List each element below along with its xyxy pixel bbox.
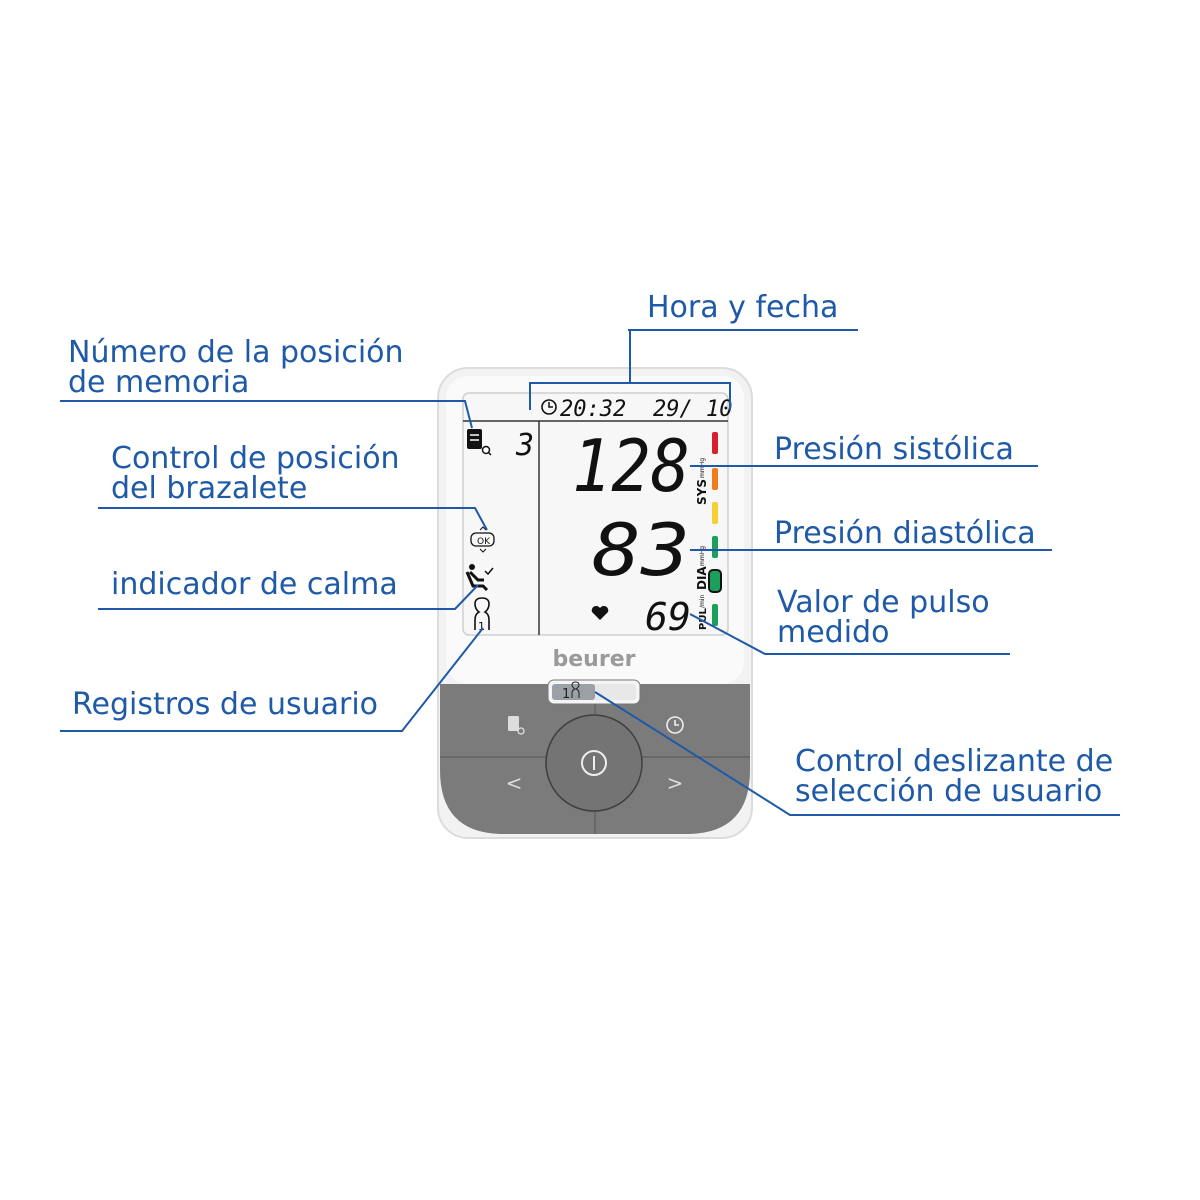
label-memory-position-2: de memoria xyxy=(68,365,249,400)
label-pulse-2: medido xyxy=(777,615,889,650)
user-icon: 1 xyxy=(474,597,490,633)
clock-button-icon xyxy=(666,716,684,734)
diastolic-value: 83 xyxy=(592,508,690,592)
label-pulse-1: Valor de pulso xyxy=(777,585,990,620)
scale-segment xyxy=(712,468,718,490)
dia-label: DIA xyxy=(695,566,709,590)
systolic-value: 128 xyxy=(572,424,690,508)
lcd-date: 29/ 10 xyxy=(653,397,732,422)
heart-icon xyxy=(591,605,609,620)
memory-button-icon xyxy=(508,716,525,735)
user-slider-handle[interactable] xyxy=(552,684,595,700)
next-button[interactable]: > xyxy=(667,771,684,795)
dia-unit: mmHg xyxy=(699,546,706,566)
label-diastolic: Presión diastólica xyxy=(774,516,1036,551)
label-cuff-position-1: Control de posición xyxy=(111,441,400,476)
scale-segment xyxy=(712,604,718,626)
lcd-screen xyxy=(462,392,729,636)
brand-logo: beurer xyxy=(553,647,636,672)
label-user-slider-1: Control deslizante de xyxy=(795,744,1113,779)
prev-button[interactable]: < xyxy=(506,771,523,795)
label-cuff-position-2: del brazalete xyxy=(111,471,307,506)
label-user-slider-2: selección de usuario xyxy=(795,774,1102,809)
leader-lines xyxy=(60,329,1120,816)
label-calm-indicator: indicador de calma xyxy=(111,567,398,602)
blood-pressure-monitor: 20:32 29/ 10 3 OK 1 128 83 69 SYS xyxy=(437,367,753,839)
sys-label: SYS xyxy=(695,479,709,505)
clock-icon xyxy=(541,399,557,415)
sys-unit: mmHg xyxy=(699,458,706,478)
label-user-records: Registros de usuario xyxy=(72,687,378,722)
pul-label: PUL xyxy=(698,608,709,630)
label-memory-position-1: Número de la posición xyxy=(68,335,404,370)
lcd-time: 20:32 xyxy=(560,397,626,422)
scale-segment xyxy=(712,432,718,454)
cuff-ok-text: OK xyxy=(477,537,491,547)
pulse-value: 69 xyxy=(645,595,691,639)
pul-unit: /min xyxy=(699,594,706,608)
cuff-position-icon: OK xyxy=(470,526,495,553)
power-icon xyxy=(581,750,607,776)
label-time-date: Hora y fecha xyxy=(647,290,838,325)
wellness-scale xyxy=(708,432,722,626)
slider-user-number: 1 xyxy=(562,687,570,702)
memory-icon xyxy=(467,429,492,456)
memory-number: 3 xyxy=(515,428,534,463)
scale-segment xyxy=(712,502,718,524)
scale-segment xyxy=(712,536,718,558)
label-systolic: Presión sistólica xyxy=(774,432,1014,467)
scale-segment xyxy=(708,569,722,593)
user-number: 1 xyxy=(478,620,485,633)
slider-user-icon xyxy=(571,681,580,698)
